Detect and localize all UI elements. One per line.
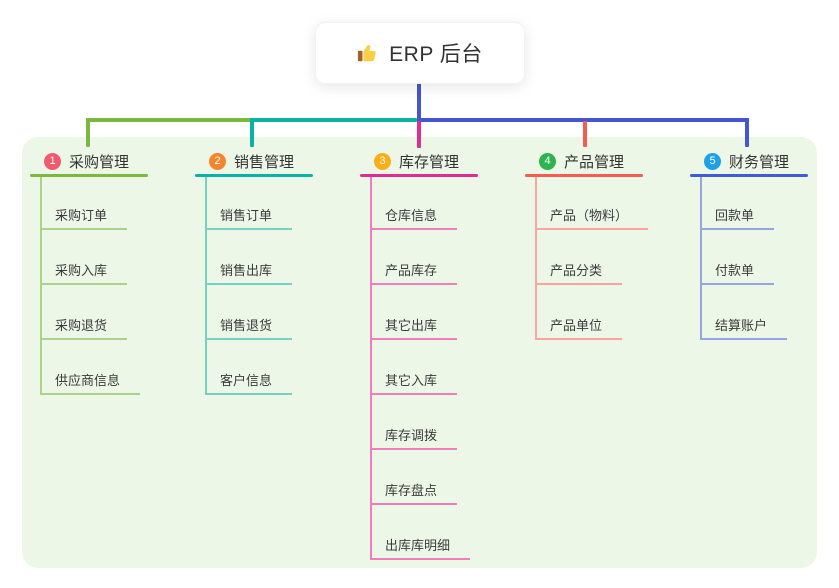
branch-4-badge: 4 xyxy=(539,152,556,170)
branch-2-label: 销售管理 xyxy=(234,153,295,171)
branch-2-drop-line xyxy=(250,118,254,147)
branch-5-node[interactable]: 5 财务管理 xyxy=(690,150,839,172)
child-node[interactable]: 产品库存 xyxy=(370,259,458,285)
branch-5-badge: 5 xyxy=(704,152,721,170)
branch-4-underline xyxy=(525,174,643,177)
branch-5: 5 财务管理 回款单 付款单 结算账户 xyxy=(690,150,839,340)
root-drop-line xyxy=(417,82,421,122)
child-node[interactable]: 产品单位 xyxy=(535,314,623,340)
branch-1: 1 采购管理 采购订单 采购入库 采购退货 供应商信息 xyxy=(30,150,195,395)
child-node[interactable]: 销售订单 xyxy=(205,204,293,230)
branch-5-label: 财务管理 xyxy=(729,153,790,171)
child-node[interactable]: 客户信息 xyxy=(205,369,293,395)
child-node[interactable]: 仓库信息 xyxy=(370,204,458,230)
branch-3-badge: 3 xyxy=(374,152,391,170)
branch-3-spine xyxy=(370,177,372,560)
child-node[interactable]: 其它出库 xyxy=(370,314,458,340)
child-node[interactable]: 产品分类 xyxy=(535,259,623,285)
bus-line-green xyxy=(86,118,252,122)
child-node[interactable]: 供应商信息 xyxy=(40,369,141,395)
child-node[interactable]: 采购退货 xyxy=(40,314,128,340)
branch-1-spine xyxy=(40,177,42,395)
child-node[interactable]: 采购订单 xyxy=(40,204,128,230)
branch-2-underline xyxy=(195,174,313,177)
child-node[interactable]: 结算账户 xyxy=(700,314,788,340)
branch-4: 4 产品管理 产品（物料） 产品分类 产品单位 xyxy=(525,150,690,340)
bus-line-teal xyxy=(250,118,417,122)
child-node[interactable]: 其它入库 xyxy=(370,369,458,395)
branch-3-node[interactable]: 3 库存管理 xyxy=(360,150,525,172)
branch-4-label: 产品管理 xyxy=(564,153,625,171)
child-node[interactable]: 回款单 xyxy=(700,204,775,230)
branch-5-underline xyxy=(690,174,808,177)
branch-2: 2 销售管理 销售订单 销售出库 销售退货 客户信息 xyxy=(195,150,360,395)
branch-1-badge: 1 xyxy=(44,152,61,170)
child-node[interactable]: 产品（物料） xyxy=(535,204,649,230)
branch-2-badge: 2 xyxy=(209,152,226,170)
branch-2-spine xyxy=(205,177,207,395)
branch-3-drop-line xyxy=(417,121,421,148)
thumbs-up-icon xyxy=(357,42,379,64)
branch-1-underline xyxy=(30,174,148,177)
branch-5-drop-line xyxy=(745,118,749,147)
root-node[interactable]: ERP 后台 xyxy=(315,22,525,84)
branch-1-node[interactable]: 1 采购管理 xyxy=(30,150,195,172)
root-title: ERP 后台 xyxy=(389,43,483,66)
branch-3: 3 库存管理 仓库信息 产品库存 其它出库 其它入库 库存调拨 库存盘点 出库库… xyxy=(360,150,525,560)
branch-4-node[interactable]: 4 产品管理 xyxy=(525,150,690,172)
child-node[interactable]: 销售出库 xyxy=(205,259,293,285)
child-node[interactable]: 付款单 xyxy=(700,259,775,285)
branch-2-node[interactable]: 2 销售管理 xyxy=(195,150,360,172)
child-node[interactable]: 采购入库 xyxy=(40,259,128,285)
branch-4-spine xyxy=(535,177,537,340)
child-node[interactable]: 库存盘点 xyxy=(370,479,458,505)
bus-line-blue xyxy=(417,118,749,122)
branch-1-drop-line xyxy=(86,118,90,147)
child-node[interactable]: 出库库明细 xyxy=(370,534,471,560)
branch-3-label: 库存管理 xyxy=(399,153,460,171)
branch-1-label: 采购管理 xyxy=(69,153,130,171)
branch-5-spine xyxy=(700,177,702,340)
branches-panel xyxy=(22,137,817,568)
branch-4-drop-line xyxy=(583,121,587,147)
child-node[interactable]: 销售退货 xyxy=(205,314,293,340)
child-node[interactable]: 库存调拨 xyxy=(370,424,458,450)
branch-3-underline xyxy=(360,174,478,177)
